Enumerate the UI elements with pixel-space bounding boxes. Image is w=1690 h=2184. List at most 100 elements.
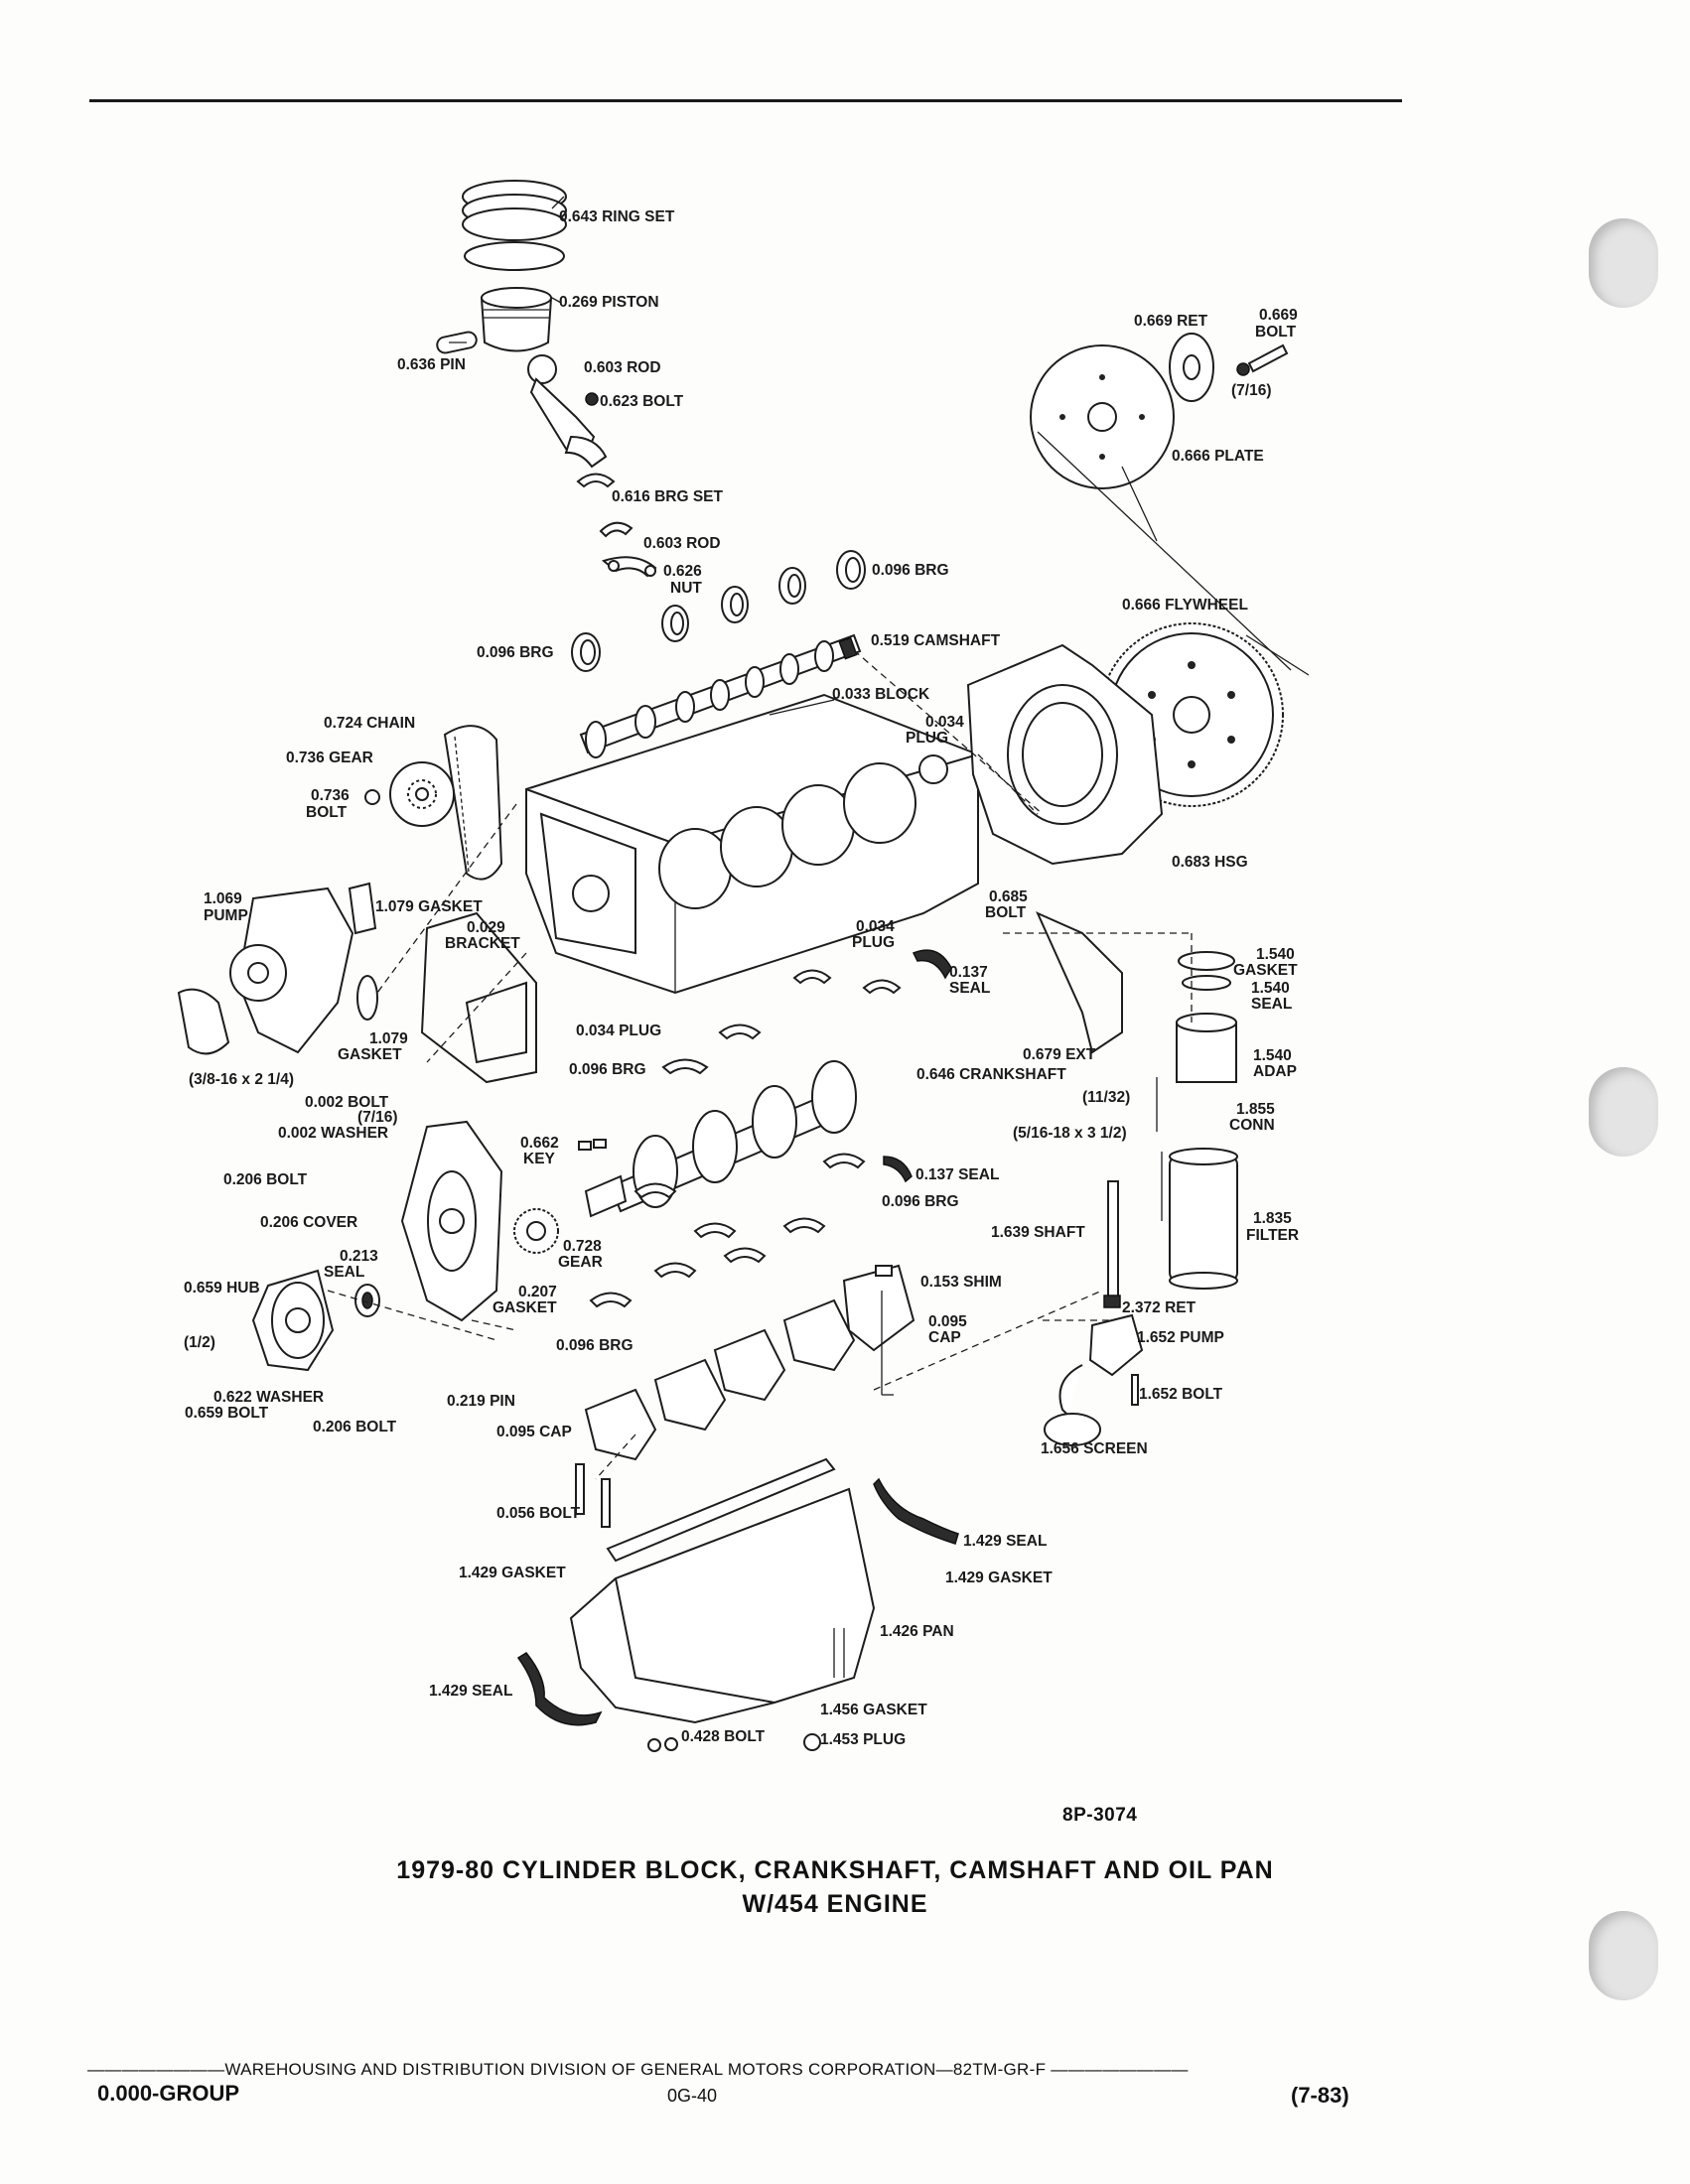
cylinder-block-part [525,693,979,995]
key-part [578,1139,607,1151]
label-conn-a: 1.855 [1236,1101,1275,1118]
label-bolt-659: 0.659 BOLT [185,1405,269,1422]
label-pan: 1.426 PAN [880,1623,954,1640]
binder-hole [1589,218,1658,308]
label-pump-a: 1.069 [204,890,242,907]
label-plug-b: PLUG [906,730,948,747]
label-cap-095-b: CAP [928,1329,961,1346]
figure-code: 8P-3074 [1062,1805,1138,1826]
footer-division: ————————WAREHOUSING AND DISTRIBUTION DIV… [87,2060,1189,2079]
label-brg-left: 0.096 BRG [477,644,554,661]
label-pump-1652: 1.652 PUMP [1137,1329,1224,1346]
filter-adapter-part [1176,951,1237,1083]
label-gear-bolt-b: BOLT [306,804,348,821]
label-hub: 0.659 HUB [184,1280,260,1297]
label-crankshaft: 0.646 CRANKSHAFT [916,1066,1066,1083]
label-seal-137-a: 0.137 [949,964,988,981]
pump-bolt-part [1131,1374,1139,1406]
label-seal-1540-b: SEAL [1251,996,1292,1013]
label-brg-low: 0.096 BRG [556,1337,634,1354]
connecting-rod-part [527,354,608,469]
label-gear-728-b: GEAR [558,1254,603,1271]
label-gasket-1079: 1.079 GASKET [375,898,483,915]
label-ret-2372: 2.372 RET [1122,1299,1197,1316]
balancer-hub-part [251,1269,335,1372]
main-bearings [589,969,902,1308]
label-bolt-685-a: 0.685 [989,888,1028,905]
pickup-screen-part [1044,1364,1101,1446]
label-adap-a: 1.540 [1253,1047,1292,1064]
label-plate: 0.666 PLATE [1172,448,1264,465]
label-gasket-207-b: GASKET [493,1299,557,1316]
binder-hole [1589,1911,1658,2000]
label-plug-d: PLUG [852,934,895,951]
label-bolt-206a: 0.206 BOLT [223,1171,308,1188]
flexplate-part [1030,344,1175,489]
label-seal-1429b: 1.429 SEAL [429,1683,512,1700]
label-gasket-1429b: 1.429 GASKET [945,1570,1053,1586]
label-gasket-1079b-a: 1.079 [369,1030,408,1047]
drain-plug-part [647,1733,821,1752]
label-bolt-056: 0.056 BOLT [496,1505,581,1522]
part-labels: 0.643 RING SET 0.269 PISTON 0.636 PIN 0.… [184,208,1299,1748]
label-nut-a: 0.626 [663,563,702,580]
label-conn-b: CONN [1229,1117,1275,1134]
label-hsg: 0.683 HSG [1172,854,1248,871]
label-shim: 0.153 SHIM [920,1274,1002,1291]
label-gear-bolt-a: 0.736 [311,787,350,804]
label-gasket-1079b-b: GASKET [338,1046,402,1063]
label-seal-1429a: 1.429 SEAL [963,1533,1047,1550]
piston-part [480,287,553,352]
timing-cover-part [400,1120,503,1322]
label-plug-c: 0.034 [856,918,895,935]
label-gear-728-a: 0.728 [563,1238,602,1255]
crank-sprocket-part [513,1208,559,1254]
label-gasket-1429a: 1.429 GASKET [459,1565,566,1581]
label-seal-213-a: 0.213 [340,1248,378,1265]
label-brg-set: 0.616 BRG SET [612,488,724,505]
label-plug-a: 0.034 [925,714,964,731]
flexplate-bolt-part [1236,343,1289,376]
bellhousing-part [966,643,1164,866]
label-filter-a: 1.835 [1253,1210,1292,1227]
label-bracket-b: BRACKET [445,935,520,952]
label-pin: 0.636 PIN [397,356,466,373]
header-rule [89,99,1402,102]
label-washer-622: 0.622 WASHER [213,1389,324,1406]
label-gasket-1456: 1.456 GASKET [820,1702,927,1718]
oil-filter-part [1169,1148,1238,1290]
label-seal-1540-a: 1.540 [1251,980,1290,997]
label-size-7-16: (7/16) [1231,382,1272,399]
label-seal-213-b: SEAL [324,1264,364,1281]
label-rod-b: 0.603 ROD [643,535,721,552]
label-ring-set: 0.643 RING SET [559,208,675,225]
label-pump-b: PUMP [204,907,248,924]
label-rod: 0.603 ROD [584,359,661,376]
label-cap-095-a: 0.095 [928,1313,967,1330]
retainer-part [1169,333,1214,402]
label-ret: 0.669 RET [1134,313,1208,330]
label-seal-137c: 0.137 SEAL [915,1166,999,1183]
label-bolt-685-b: BOLT [985,904,1027,921]
label-gasket-1540-b: GASKET [1233,962,1298,979]
front-seal-part [354,1284,380,1317]
label-size-11-32: (11/32) [1082,1089,1130,1106]
label-filter-b: FILTER [1246,1227,1299,1244]
camshaft-part [579,633,862,758]
label-plug-mid: 0.034 PLUG [576,1023,661,1039]
label-gasket-1540-a: 1.540 [1256,946,1295,963]
label-brg-mid: 0.096 BRG [569,1061,646,1078]
rear-main-seal-part [883,949,952,1183]
main-caps [584,1264,915,1461]
figure-title: 1979-80 CYLINDER BLOCK, CRANKSHAFT, CAMS… [396,1856,1274,1884]
cam-bearings [571,550,866,672]
footer-page-number: 0G-40 [667,2086,718,2106]
label-key-a: 0.662 [520,1135,559,1152]
label-block: 0.033 BLOCK [832,686,930,703]
label-cap-095c: 0.095 CAP [496,1424,572,1440]
label-rod-bolt: 0.623 BOLT [600,393,684,410]
pan-gasket-part [606,1457,836,1563]
timing-gear-part [389,761,455,827]
oil-pan-part [569,1487,876,1724]
